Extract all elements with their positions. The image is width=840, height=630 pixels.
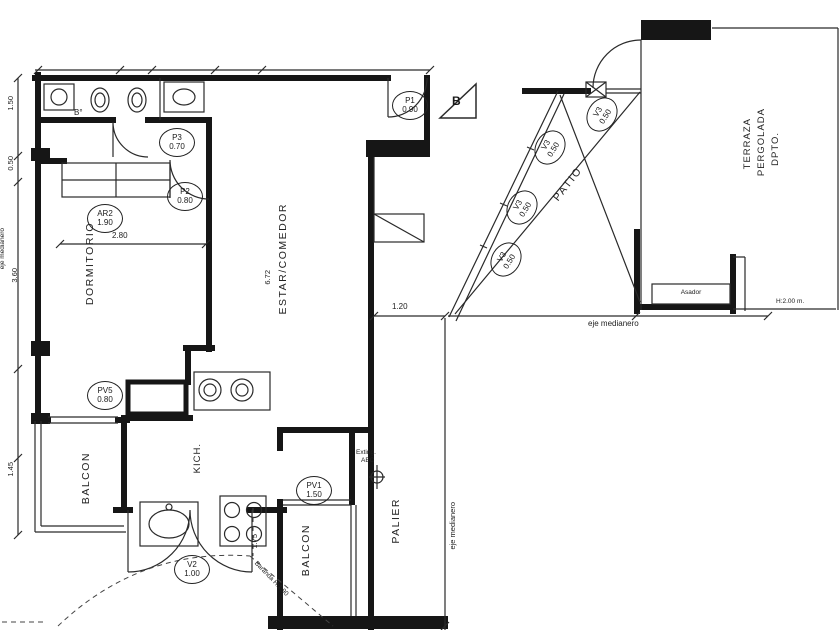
tag-code: P3 xyxy=(172,133,182,143)
room-label-terraza-line3: DPTO. xyxy=(770,132,781,166)
tag-code: PV1 xyxy=(306,481,322,491)
tag-size: 1.90 xyxy=(97,217,113,227)
window-tag-pv5: PV5 0.80 xyxy=(87,381,123,410)
tag-code: P2 xyxy=(180,187,190,197)
room-label-balcon-bottom: BALCON xyxy=(300,524,312,577)
door-tag-p1: P1 0.90 xyxy=(392,91,428,120)
room-label-terraza-line2: PERGOLADA xyxy=(756,108,767,177)
room-label-terraza-line1: TERRAZA xyxy=(742,118,753,170)
door-tag-p3: P3 0.70 xyxy=(159,128,195,157)
axis-label-eje-medianero-right: eje medianero xyxy=(448,502,457,550)
tag-size: 1.00 xyxy=(184,568,200,578)
room-label-dormitorio: DORMITORIO xyxy=(84,222,96,306)
section-marker-b: B xyxy=(452,94,461,108)
dim-height-terraza: H:2.00 m. xyxy=(776,298,805,305)
tag-size: 1.50 xyxy=(306,489,322,499)
dim-145-left: 1.45 xyxy=(6,462,15,477)
dim-175-balcon: 1.75 xyxy=(250,534,259,549)
room-label-balcon-left: BALCON xyxy=(80,452,92,505)
tag-size: 0.80 xyxy=(177,195,193,205)
tag-size: 0.80 xyxy=(97,394,113,404)
tag-size: 0.90 xyxy=(402,104,418,114)
window-tag-v2: V2 1.00 xyxy=(174,555,210,584)
wardrobe-tag-ar2: AR2 1.90 xyxy=(87,204,123,233)
tag-code: AR2 xyxy=(97,209,113,219)
dim-120-palier: 1.20 xyxy=(392,302,408,311)
extinguisher-label-line1: Exting. xyxy=(356,449,376,456)
room-label-estar-comedor: ESTAR/COMEDOR xyxy=(277,203,289,315)
axis-label-eje-medianero-left: eje medianero xyxy=(0,228,6,270)
extinguisher-label-line2: ABC xyxy=(361,457,375,464)
dim-360-left: 3.60 xyxy=(10,268,19,283)
tag-code: P1 xyxy=(405,96,415,106)
window-tag-pv1: PV1 1.50 xyxy=(296,476,332,505)
room-label-bano: B° xyxy=(74,108,83,117)
dim-672-estar: 6.72 xyxy=(263,270,272,285)
tag-size: 0.70 xyxy=(169,141,185,151)
tag-code: V2 xyxy=(187,560,197,570)
room-label-kitchen: KICH. xyxy=(192,443,203,474)
dim-280-bedroom: 2.80 xyxy=(112,231,128,240)
dim-150-left: 1.50 xyxy=(6,96,15,111)
tag-code: PV5 xyxy=(97,386,113,396)
asador-label: Asador xyxy=(680,289,702,296)
room-label-palier: PALIER xyxy=(390,498,402,544)
dim-050-left: 0.50 xyxy=(6,156,15,171)
door-tag-p2: P2 0.80 xyxy=(167,182,203,211)
axis-label-eje-medianero-mid: eje medianero xyxy=(588,319,639,328)
